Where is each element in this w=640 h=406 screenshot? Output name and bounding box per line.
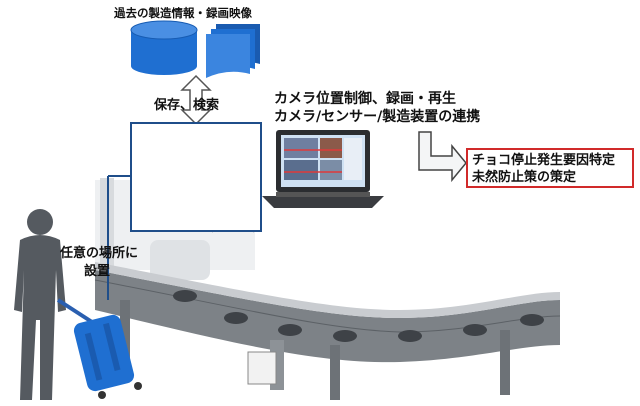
laptop-icon xyxy=(262,130,384,208)
install-label-line2: 設置 xyxy=(84,264,111,279)
control-label-line1: カメラ位置制御、録画・再生 xyxy=(274,91,456,107)
bent-arrow-icon xyxy=(418,131,467,183)
install-label-line1: 任意の場所に xyxy=(60,246,139,261)
factory-tank xyxy=(150,240,210,280)
products xyxy=(173,290,544,342)
database-cylinder-icon xyxy=(130,20,198,75)
outcome-line1: チョコ停止発生要因特定 xyxy=(472,153,616,168)
stacked-documents-icon xyxy=(206,24,260,78)
outcome-box: チョコ停止発生要因特定 未然防止策の策定 xyxy=(466,148,634,188)
conveyor-belt xyxy=(94,262,561,400)
control-box xyxy=(247,351,277,385)
device-panel xyxy=(130,122,262,232)
outcome-line2: 未然防止策の策定 xyxy=(472,170,577,185)
control-label-line2: カメラ/センサー/製造装置の連携 xyxy=(274,109,481,125)
storage-action-label: 保存、検索 xyxy=(154,98,220,113)
storage-title: 過去の製造情報・録画映像 xyxy=(114,6,252,20)
suitcase-icon xyxy=(56,298,142,399)
person-silhouette-icon xyxy=(14,209,66,400)
